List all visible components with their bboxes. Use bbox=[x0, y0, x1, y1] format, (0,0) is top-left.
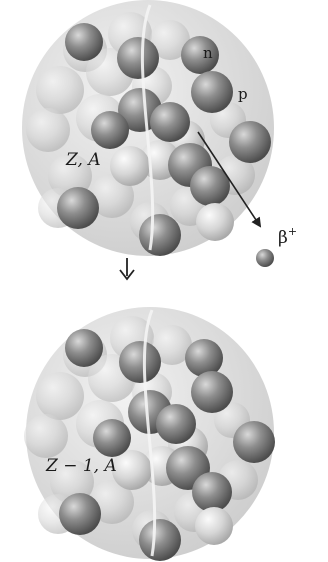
proton-sphere bbox=[26, 108, 70, 152]
neutron-label: n bbox=[203, 44, 213, 62]
proton-sphere bbox=[24, 414, 68, 458]
neutron-sphere bbox=[65, 329, 103, 367]
neutron-sphere bbox=[191, 71, 233, 113]
arrow-down-icon bbox=[120, 258, 134, 279]
proton-sphere bbox=[195, 507, 233, 545]
neutron-sphere bbox=[191, 371, 233, 413]
daughter-nucleus: Z − 1, A bbox=[24, 307, 275, 561]
neutron-sphere bbox=[150, 102, 190, 142]
neutron-sphere bbox=[57, 187, 99, 229]
neutron-sphere bbox=[192, 472, 232, 512]
neutron-sphere bbox=[91, 111, 129, 149]
neutron-sphere bbox=[185, 339, 223, 377]
proton-sphere bbox=[110, 146, 150, 186]
positron-particle bbox=[256, 249, 274, 267]
daughter-nucleus-label: Z − 1, A bbox=[45, 456, 117, 476]
neutron-sphere bbox=[229, 121, 271, 163]
neutron-sphere bbox=[181, 36, 219, 74]
neutron-sphere bbox=[65, 23, 103, 61]
parent-nucleus-label: Z, A bbox=[65, 150, 101, 170]
neutron-sphere bbox=[117, 37, 159, 79]
neutron-sphere bbox=[139, 519, 181, 561]
neutron-sphere bbox=[93, 419, 131, 457]
neutron-sphere bbox=[59, 493, 101, 535]
beta-plus-label: β+ bbox=[278, 225, 297, 248]
proton-sphere bbox=[36, 372, 84, 420]
neutron-sphere bbox=[156, 404, 196, 444]
neutron-sphere bbox=[119, 341, 161, 383]
proton-sphere bbox=[36, 66, 84, 114]
proton-label: p bbox=[238, 85, 248, 103]
parent-nucleus: n p Z, A bbox=[22, 0, 274, 256]
proton-sphere bbox=[196, 203, 234, 241]
neutron-sphere bbox=[139, 214, 181, 256]
neutron-sphere bbox=[233, 421, 275, 463]
